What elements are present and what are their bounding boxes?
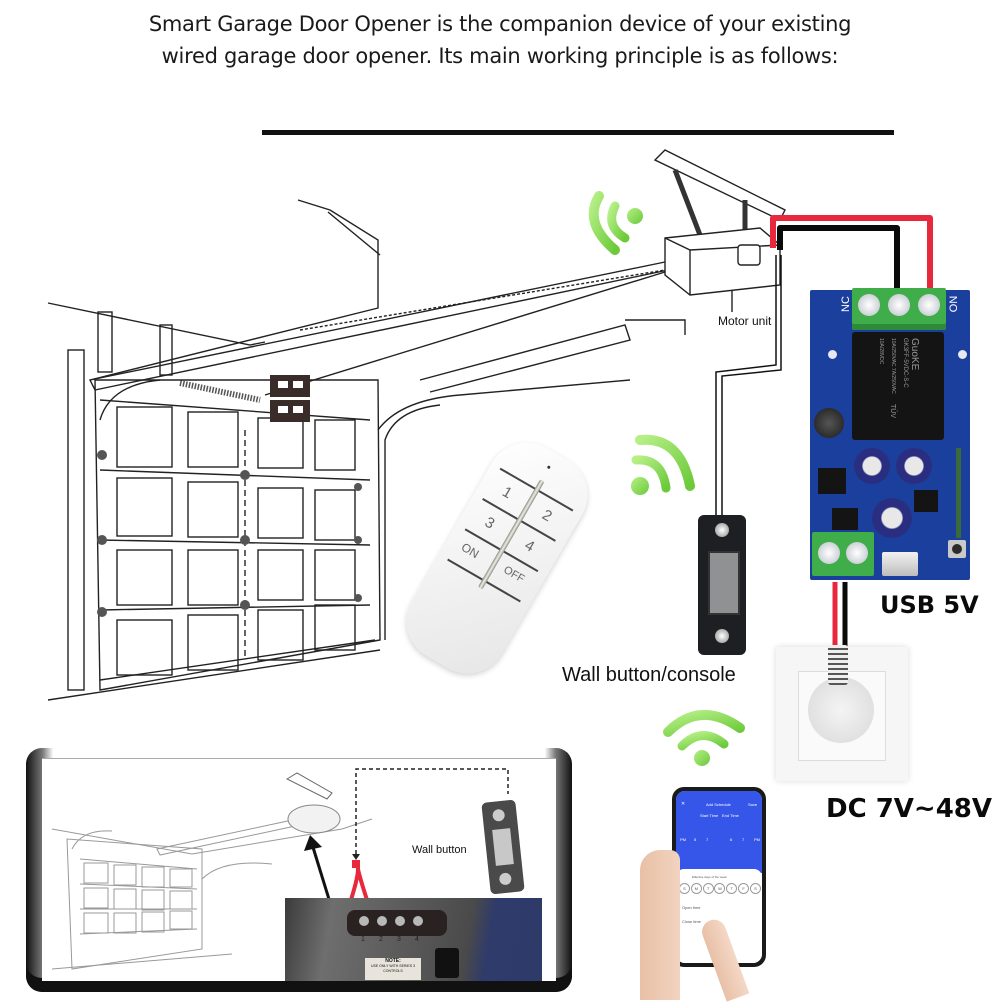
- app-save-button[interactable]: Save: [748, 802, 758, 807]
- ic-chip: [818, 468, 846, 494]
- wall-button-console[interactable]: [698, 515, 746, 655]
- note-label: NOTE: USE ONLY WITH SERIES 3 CONTROLS: [365, 958, 421, 980]
- relay-brand: GuoKE: [909, 338, 920, 371]
- ic-chip: [832, 508, 858, 530]
- note-title: NOTE:: [385, 958, 401, 964]
- app-title: Add Schedule: [706, 802, 731, 807]
- relay-model: GK3FF-5VDC-S-C: [902, 338, 908, 388]
- inset-wall-button-label: Wall button: [412, 844, 467, 856]
- capacitor: [872, 498, 912, 538]
- opener-terminal-photo: 1 2 3 4 NOTE: USE ONLY WITH SERIES 3 CON…: [285, 898, 542, 981]
- terminal-screw[interactable]: [377, 916, 387, 926]
- wifi-signal-icon: [588, 191, 643, 255]
- wiring-inset-panel: 1 2 3 4 NOTE: USE ONLY WITH SERIES 3 CON…: [26, 748, 572, 992]
- day-chip[interactable]: M: [690, 883, 702, 894]
- day-chip[interactable]: T: [702, 883, 714, 894]
- remote-button-4[interactable]: 4: [521, 536, 538, 556]
- relay-rating-2: 10A/28VDC: [878, 338, 884, 365]
- capacitor: [854, 448, 890, 484]
- micro-usb-port[interactable]: [882, 552, 918, 576]
- open-time-row[interactable]: Open time: [682, 905, 701, 910]
- relay-cert: TÜV: [889, 404, 896, 418]
- inset-motor-unit: [287, 804, 341, 834]
- remote-button-1[interactable]: 1: [499, 483, 515, 503]
- divider-bar: [262, 130, 894, 135]
- relay-rating-1: 10A/250VAC 7A/250VAC: [890, 338, 896, 394]
- power-plug: [808, 677, 874, 743]
- terminal-number: 4: [415, 936, 419, 943]
- relay-module: NC NO GuoKE GK3FF-5VDC-S-C 10A/250VAC 7A…: [810, 288, 970, 580]
- power-terminal-block: [812, 532, 874, 576]
- terminal-screw[interactable]: [918, 294, 940, 316]
- remote-button-2[interactable]: 2: [539, 506, 555, 526]
- terminal-screw[interactable]: [818, 542, 840, 564]
- terminal-screw[interactable]: [359, 916, 369, 926]
- intro-text: Smart Garage Door Opener is the companio…: [0, 8, 1000, 72]
- day-chip[interactable]: W: [714, 883, 726, 894]
- note-body: USE ONLY WITH SERIES 3 CONTROLS: [370, 964, 416, 973]
- capacitor: [896, 448, 932, 484]
- ic-chip: [914, 490, 938, 512]
- hand: [640, 850, 680, 1000]
- wall-button-press-panel[interactable]: [708, 551, 740, 615]
- remote-led: [546, 465, 551, 470]
- terminal-screw[interactable]: [888, 294, 910, 316]
- mounting-hole: [828, 350, 837, 359]
- day-selector: S M T W T F S: [679, 883, 761, 894]
- picker-min-end[interactable]: 7: [742, 837, 745, 842]
- wall-socket: [776, 645, 908, 781]
- pcb-antenna: [956, 448, 961, 538]
- terminal-screw[interactable]: [395, 916, 405, 926]
- usb-power-label: USB 5V: [880, 591, 979, 619]
- day-chip[interactable]: F: [738, 883, 750, 894]
- picker-min-start[interactable]: 7: [706, 837, 709, 842]
- day-chip[interactable]: S: [679, 883, 690, 894]
- door-lock-blocks: [270, 375, 310, 422]
- terminal-no-label: NO: [946, 295, 959, 313]
- picker-ampm-end[interactable]: PM: [754, 837, 760, 842]
- close-time-row[interactable]: Close time: [682, 919, 701, 924]
- start-time-header: Start Time: [700, 813, 719, 818]
- picker-hour-start[interactable]: 5: [694, 837, 697, 842]
- wall-button-console-label: Wall button/console: [562, 664, 736, 686]
- inset-garage-drawing: [51, 768, 509, 970]
- wifi-signal-icon: [663, 710, 745, 766]
- inductor: [814, 408, 844, 438]
- intro-line-1: Smart Garage Door Opener is the companio…: [148, 12, 852, 36]
- day-chip[interactable]: T: [726, 883, 738, 894]
- reset-button[interactable]: [948, 540, 966, 558]
- terminal-nc-label: NC: [839, 296, 852, 312]
- remote-button-3[interactable]: 3: [481, 513, 498, 533]
- terminal-screw[interactable]: [846, 542, 868, 564]
- picker-hour-end[interactable]: 6: [730, 837, 733, 842]
- end-time-header: End Time: [722, 813, 739, 818]
- remote-button-on[interactable]: ON: [458, 540, 482, 562]
- terminal-screw[interactable]: [413, 916, 423, 926]
- picker-ampm-start[interactable]: PM: [680, 837, 686, 842]
- repeat-days-label: Effective days of the week: [692, 875, 727, 879]
- remote-button-off[interactable]: OFF: [501, 564, 527, 586]
- relay-component: GuoKE GK3FF-5VDC-S-C 10A/250VAC 7A/250VA…: [852, 332, 944, 440]
- motor-unit-label: Motor unit: [718, 314, 772, 328]
- day-chip[interactable]: S: [749, 883, 761, 894]
- terminal-number: 3: [397, 936, 401, 943]
- mounting-hole: [958, 350, 967, 359]
- terminal-number: 1: [361, 936, 365, 943]
- output-terminal-block: [852, 288, 946, 330]
- dc-power-label: DC 7V~48V: [826, 794, 993, 824]
- wifi-signal-icon: [631, 434, 695, 495]
- terminal-number: 2: [379, 936, 383, 943]
- app-close-button[interactable]: ✕: [681, 801, 686, 807]
- terminal-screw[interactable]: [858, 294, 880, 316]
- intro-line-2: wired garage door opener. Its main worki…: [161, 44, 839, 68]
